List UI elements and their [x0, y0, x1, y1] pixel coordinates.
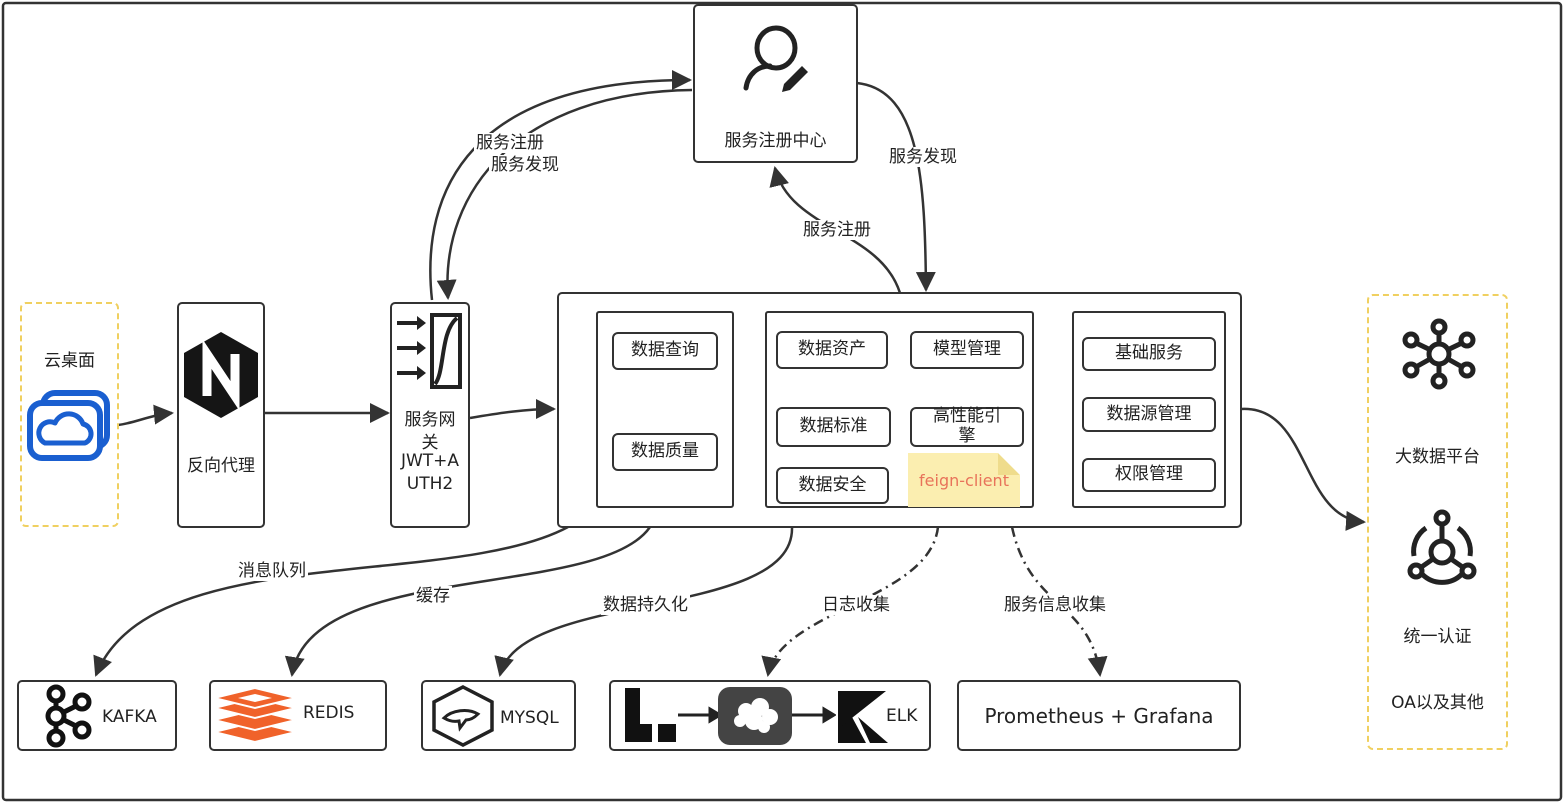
edge-label-discover: 服务发现 [887, 147, 959, 168]
edge-label-register: 服务注册 [801, 220, 873, 241]
logstash-icon [625, 688, 676, 742]
edge-platform-right [1240, 407, 1366, 531]
quality-node: 数据质量 [612, 433, 718, 471]
permission-node: 权限管理 [1082, 458, 1216, 492]
edge-mq [93, 525, 569, 677]
hub-icon [1402, 318, 1476, 390]
model-node: 模型管理 [910, 331, 1024, 369]
query-node: 数据查询 [612, 332, 718, 370]
edge-registry-platform [856, 81, 936, 292]
kafka-node [17, 680, 177, 751]
base-service-node: 基础服务 [1082, 337, 1216, 371]
prometheus-node [957, 680, 1241, 751]
edge-label-cache: 缓存 [414, 586, 452, 607]
gateway-label-2: 关 [421, 433, 439, 453]
edge-cache [284, 526, 652, 677]
edge-desktop-proxy [117, 404, 174, 427]
engine-label-2: 擎 [958, 426, 976, 446]
gateway-label-3: JWT+A [400, 451, 460, 471]
gateway-label-4: UTH2 [406, 474, 454, 494]
reverse-proxy-label: 反向代理 [187, 456, 255, 476]
cloud-desktop-label: 云桌面 [44, 351, 95, 371]
edge-gateway-registry [429, 70, 692, 301]
oa-label: OA以及其他 [1391, 693, 1484, 713]
mysql-label: MYSQL [500, 708, 559, 728]
datasource-node: 数据源管理 [1082, 397, 1216, 432]
redis-label: REDIS [303, 703, 355, 723]
cloud-icon [27, 390, 110, 461]
edge-label-gw-register: 服务注册 [474, 133, 546, 154]
edge-gateway-platform [469, 399, 556, 420]
edge-label-persist: 数据持久化 [601, 595, 690, 616]
nginx-icon [184, 332, 258, 418]
mysql-icon [432, 685, 494, 747]
prometheus-label: Prometheus + Grafana [984, 704, 1214, 728]
edge-label-gw-discover: 服务发现 [489, 155, 561, 176]
standard-node: 数据标准 [776, 407, 891, 447]
edge-label-log: 日志收集 [820, 595, 892, 616]
kafka-icon [45, 684, 92, 748]
engine-label-1: 高性能引 [933, 406, 1001, 427]
kafka-label: KAFKA [102, 707, 157, 727]
registry-label: 服务注册中心 [724, 131, 827, 151]
gateway-node [390, 302, 470, 528]
edge-registry-gateway [436, 88, 693, 300]
bigdata-label: 大数据平台 [1395, 447, 1480, 467]
assets-node: 数据资产 [776, 331, 888, 369]
gateway-label-1: 服务网 [404, 410, 456, 430]
kibana-icon [838, 691, 888, 743]
engine-node: 高性能引 擎 [910, 407, 1024, 447]
filebeat-icon [718, 687, 792, 745]
user-edit-icon [743, 25, 808, 92]
edge-label-metrics: 服务信息收集 [1002, 595, 1108, 616]
redis-icon [213, 686, 297, 744]
security-node: 数据安全 [776, 467, 889, 504]
elk-label: ELK [886, 706, 918, 726]
note-fold-icon [998, 453, 1020, 475]
edge-label-mq: 消息队列 [236, 561, 308, 582]
gateway-icon [397, 313, 462, 389]
auth-icon [1407, 509, 1477, 585]
pipe-arrows [678, 706, 836, 724]
auth-label: 统一认证 [1403, 627, 1472, 647]
